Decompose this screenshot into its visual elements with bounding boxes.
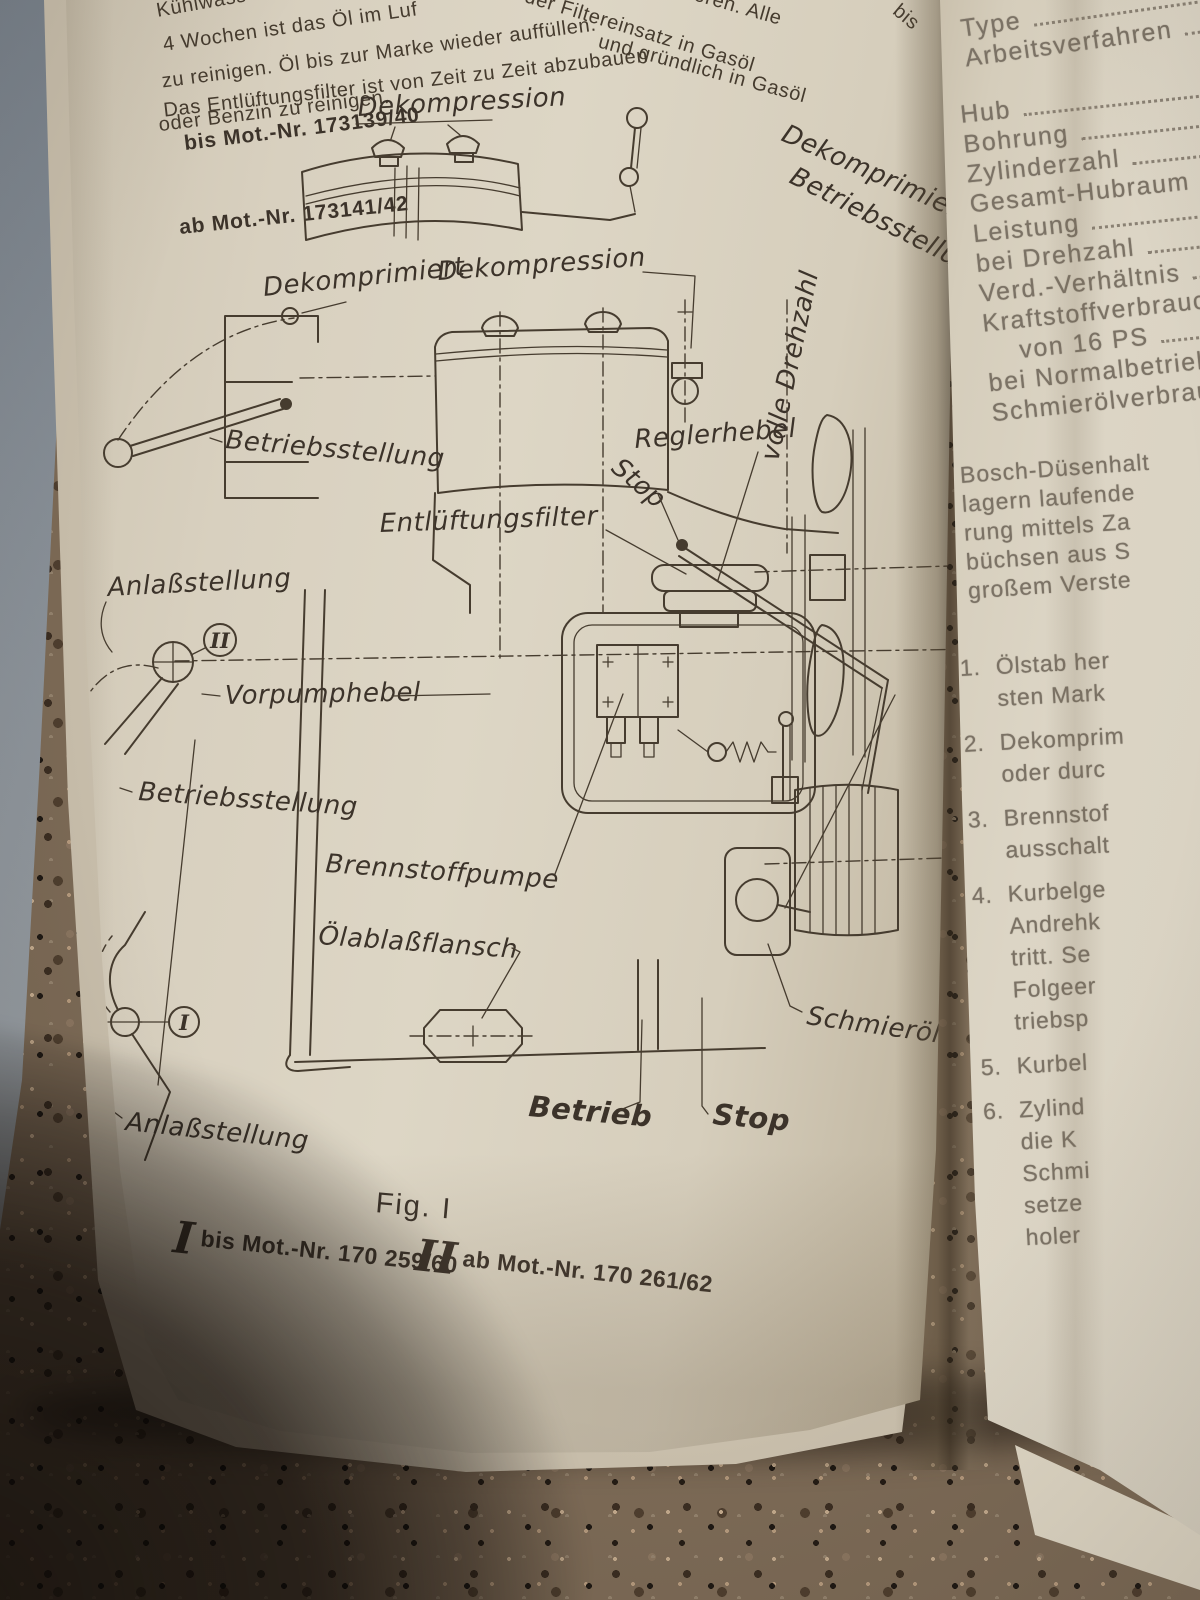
list-line: Kurbelge xyxy=(1007,875,1107,907)
motor-number-range-ab: ab Mot.-Nr. 173141/42 xyxy=(178,192,410,239)
filler-cap-left xyxy=(481,315,519,337)
bosch-paragraph: Bosch-Düsenhalt lagern laufende rung mit… xyxy=(959,433,1200,606)
cylinder-head-drawing xyxy=(434,299,839,661)
list-line: Ölstab her xyxy=(995,647,1111,680)
list-line: Dekomprim xyxy=(999,722,1126,755)
label-betrieb: Betrieb xyxy=(527,1089,653,1134)
list-item: 4.Kurbelge Andrehk tritt. Se Folgeer tri… xyxy=(971,859,1200,1040)
rocker-cover-drawing xyxy=(301,135,636,241)
dotted-leader xyxy=(1132,137,1200,166)
dotted-leader xyxy=(1160,316,1200,344)
circled-numeral-i: I xyxy=(178,1010,190,1035)
decompression-shaft xyxy=(671,362,703,379)
label-dekompression-upper: Dekompression xyxy=(357,82,567,123)
label-stop-oben: Stop xyxy=(606,452,672,514)
label-betriebsstellung-unten: Betriebsstellung xyxy=(138,777,359,822)
label-entlueftungsfilter: Entlüftungsfilter xyxy=(379,501,600,539)
list-item: 1.Ölstab her sten Mark xyxy=(959,631,1200,716)
list-number: 6. xyxy=(982,1097,1005,1125)
list-line: Brennstof xyxy=(1003,799,1110,831)
label-vorpumphebel: Vorpumphebel xyxy=(225,678,422,711)
circled-numeral-ii: II xyxy=(209,628,231,653)
label-betriebsstellung-oben: Betriebsstellung xyxy=(224,425,445,474)
oil-filter-drawing xyxy=(724,694,896,956)
governor-lever-drawing xyxy=(676,539,889,794)
spec-table: Hub Bohrung Zylinderzahl Gesamt-Hubraum … xyxy=(959,59,1200,429)
cooling-fan-drawing xyxy=(754,414,951,763)
spec-label: Hub xyxy=(959,95,1013,129)
numbered-instructions: 1.Ölstab her sten Mark 2.Dekomprim oder … xyxy=(959,631,1200,1255)
list-number: 3. xyxy=(967,805,990,833)
engine-frame-drawing xyxy=(157,492,955,1086)
label-anlassstellung-oben: Anlaßstellung xyxy=(105,563,292,603)
dotted-leader xyxy=(1147,227,1200,255)
list-item: 6.Zylind die K Schmi setze holer xyxy=(982,1074,1200,1255)
spec-table-top: Type Arbeitsverfahren xyxy=(959,0,1200,74)
dotted-leader xyxy=(1192,257,1200,280)
list-number: 5. xyxy=(980,1053,1003,1081)
left-lever-drawing xyxy=(103,307,436,499)
oil-drain-flange-drawing xyxy=(409,1009,537,1063)
label-stop-unten: Stop xyxy=(711,1097,791,1138)
list-item: 2.Dekomprim oder durc xyxy=(963,707,1200,792)
decompression-lever-drawing xyxy=(619,107,648,213)
right-page-content: Type Arbeitsverfahren Hub Bohrung Zylind… xyxy=(959,0,1200,1268)
label-oelablassflansch: Ölablaßflansch xyxy=(318,919,520,965)
fuel-tank-drawing xyxy=(561,612,816,814)
list-number: 1. xyxy=(959,653,982,681)
belt-pulley-drawing xyxy=(764,783,946,937)
list-line: Zylind xyxy=(1018,1093,1086,1123)
list-item: 5. Kurbel xyxy=(980,1031,1200,1084)
label-brennstoffpumpe: Brennstoffpumpe xyxy=(325,849,560,895)
list-line: Kurbel xyxy=(1016,1048,1089,1079)
filler-cap-right xyxy=(584,311,622,333)
list-number: 4. xyxy=(971,881,994,909)
governor-spring-drawing xyxy=(677,711,799,804)
breather-filter-drawing xyxy=(651,564,769,628)
list-number: 2. xyxy=(963,729,986,757)
label-volle-drehzahl: volle Drehzahl xyxy=(756,268,826,464)
list-item: 3.Brennstof ausschalt xyxy=(967,783,1200,868)
label-dekompression-main: Dekompression xyxy=(436,242,646,286)
start-lever-ii-drawing: II xyxy=(89,623,237,755)
